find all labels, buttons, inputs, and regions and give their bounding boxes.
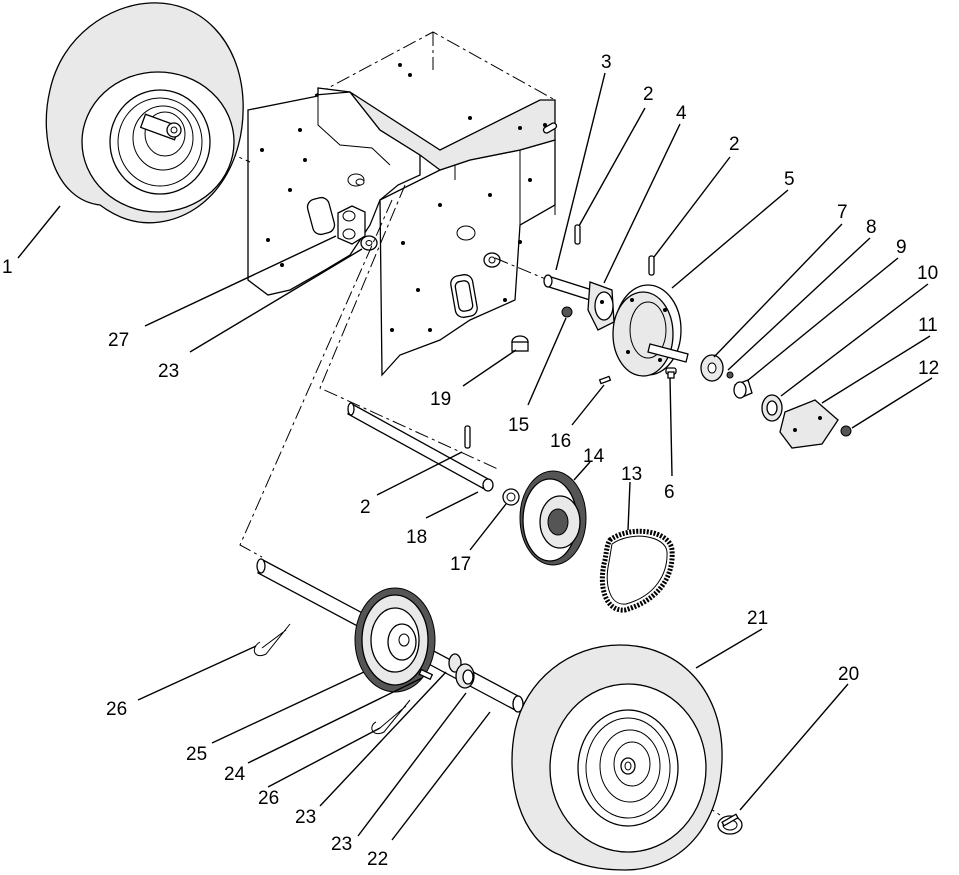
callout-label: 15 <box>508 415 529 436</box>
sprocket-large <box>519 470 587 566</box>
callout-label: 7 <box>837 202 848 223</box>
sprocket-small <box>700 354 724 382</box>
callout-label: 17 <box>450 554 471 575</box>
callout-label: 24 <box>224 764 246 785</box>
lower-axle-assembly <box>253 558 524 735</box>
callout-label: 2 <box>643 84 654 105</box>
bushing-block <box>337 205 366 245</box>
callout-label: 16 <box>550 431 571 452</box>
klick-pin <box>717 813 743 835</box>
callout-label: 21 <box>747 608 768 629</box>
callout-label: 11 <box>918 315 938 336</box>
callout-label: 4 <box>676 103 687 124</box>
middle-shaft-assembly <box>347 402 675 613</box>
callout-label: 12 <box>918 358 939 379</box>
callout-label: 27 <box>108 330 129 351</box>
callout-label: 5 <box>784 169 795 190</box>
callout-label: 26 <box>258 788 279 809</box>
callout-label: 20 <box>838 664 859 685</box>
callout-label: 18 <box>406 527 427 548</box>
callout-label: 1 <box>2 257 13 278</box>
callout-label: 2 <box>360 497 371 518</box>
callout-label: 26 <box>106 699 127 720</box>
drive-chain <box>599 528 675 613</box>
callout-labels: 1 27 23 19 3 2 4 2 5 7 8 9 10 11 12 15 1… <box>2 52 939 870</box>
housing-frame <box>247 31 558 377</box>
callout-label: 22 <box>367 849 388 870</box>
callout-label: 3 <box>601 52 612 73</box>
callout-label: 6 <box>664 482 675 503</box>
callout-label: 23 <box>158 361 179 382</box>
gear-large <box>354 587 436 693</box>
wheel-left <box>45 2 244 224</box>
pin-2-b <box>648 255 655 276</box>
housing-holes <box>260 63 547 332</box>
upper-shaft-assembly <box>543 224 852 449</box>
pin-2-a <box>574 224 581 245</box>
callout-label: 9 <box>896 237 907 258</box>
callout-label: 13 <box>621 464 642 485</box>
nut-15 <box>561 306 573 318</box>
callout-label: 8 <box>866 217 877 238</box>
callout-label: 25 <box>186 744 207 765</box>
callout-label: 23 <box>331 834 352 855</box>
hairpin-clip-upper <box>253 623 291 656</box>
leader-lines <box>17 72 933 841</box>
callout-label: 14 <box>583 446 605 467</box>
callout-label: 10 <box>917 263 938 284</box>
callout-label: 23 <box>295 807 316 828</box>
wheel-right <box>511 644 723 871</box>
bolt-19 <box>511 335 529 352</box>
callout-label: 19 <box>430 389 451 410</box>
callout-label: 2 <box>729 134 740 155</box>
